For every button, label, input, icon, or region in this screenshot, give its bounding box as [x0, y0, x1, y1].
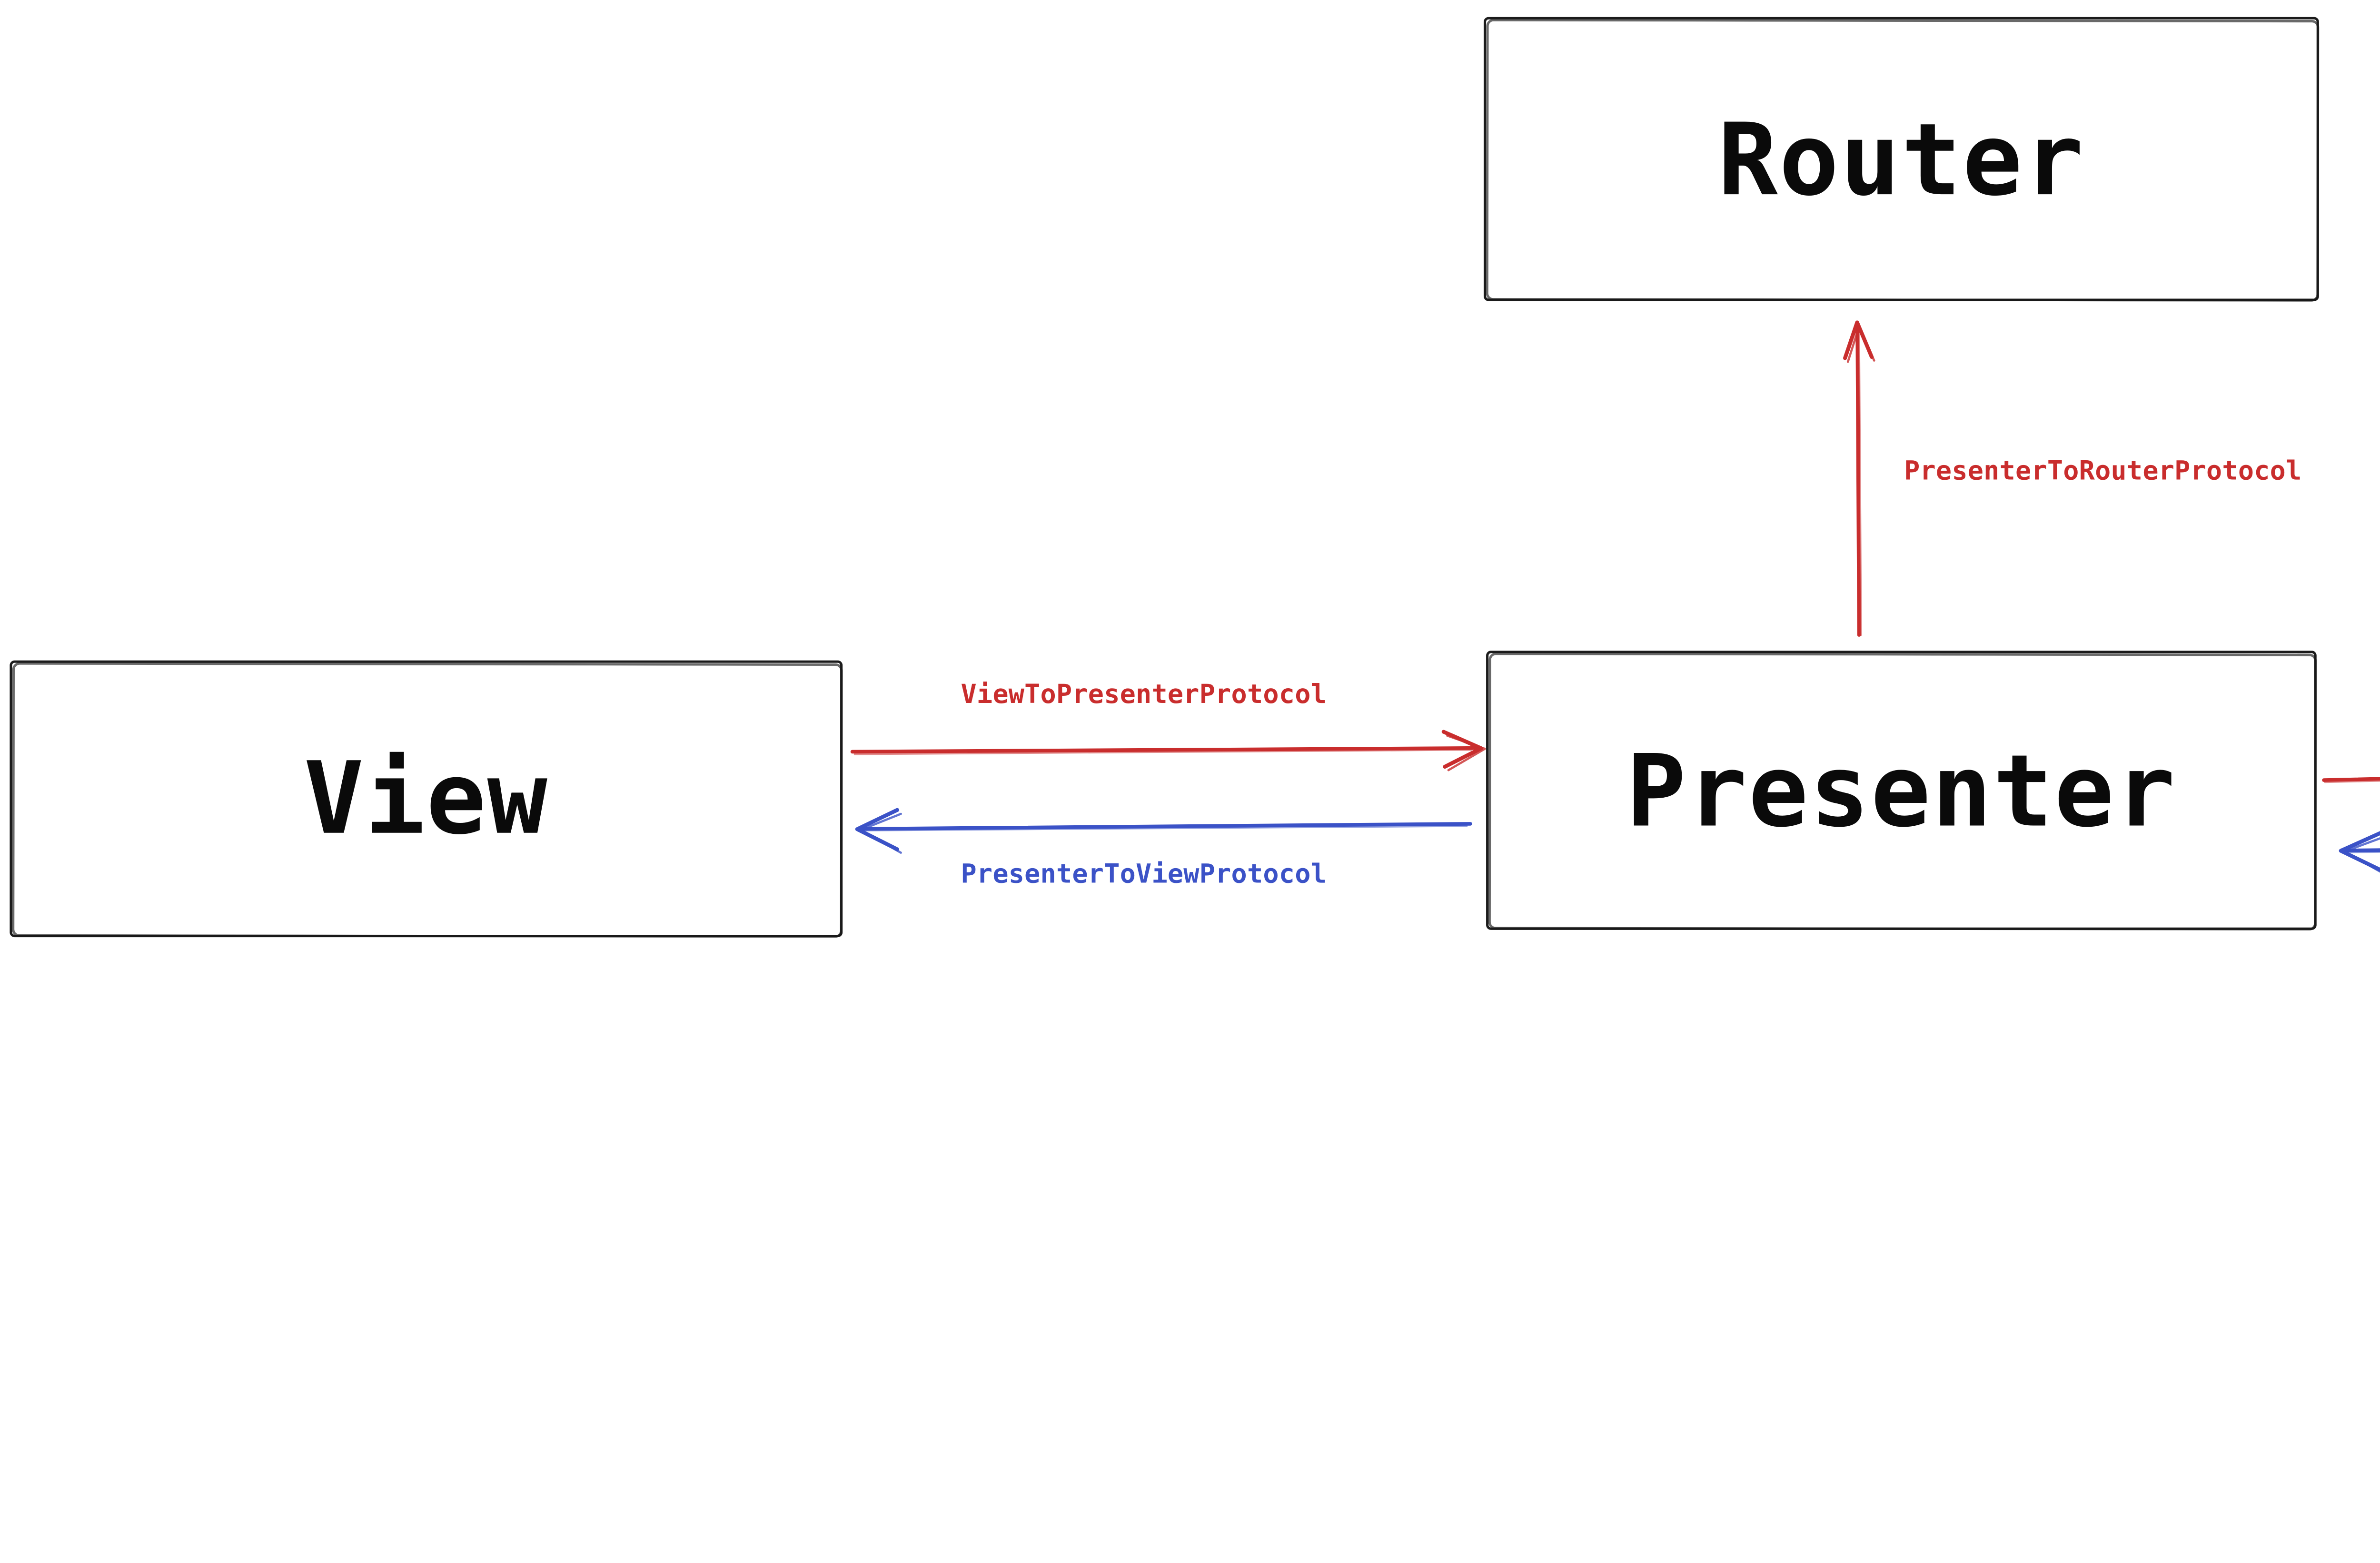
view-box: View [10, 660, 843, 938]
presenter-to-view-protocol-label: PresenterToViewProtocol [961, 857, 1327, 889]
arrow-view-to-presenter [850, 730, 1486, 772]
view-to-presenter-protocol-label: ViewToPresenterProtocol [961, 677, 1327, 709]
presenter-box-label: Presenter [1626, 732, 2177, 849]
presenter-box: Presenter [1486, 651, 2317, 930]
arrow-presenter-to-view [855, 808, 1472, 854]
router-box-label: Router [1717, 100, 2085, 218]
presenter-to-router-protocol-label: PresenterToRouterProtocol [1904, 455, 2302, 487]
view-box-label: View [304, 740, 549, 857]
arrow-presenter-to-router [1843, 320, 1875, 637]
arrow-interactor-to-presenter [2339, 831, 2380, 873]
router-box: Router [1483, 17, 2319, 301]
arrow-presenter-to-interactor [2322, 777, 2380, 783]
